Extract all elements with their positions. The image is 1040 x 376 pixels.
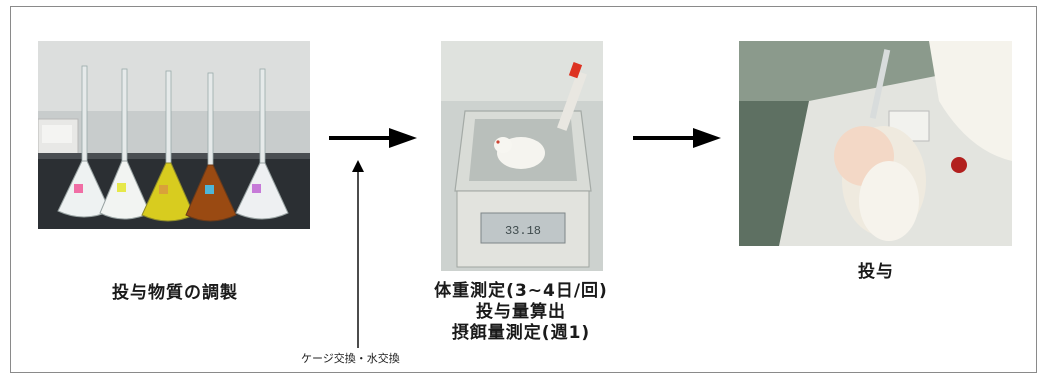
step-label-preparation: 投与物質の調製 xyxy=(112,283,238,303)
dosing-photo xyxy=(739,41,1012,246)
scale-readout: 33.18 xyxy=(505,224,541,238)
step-label-dosing: 投与 xyxy=(858,262,894,282)
step-label-weighing: 体重測定(3~4日/回) 投与量算出 摂餌量測定(週1) xyxy=(411,281,631,344)
flasks-photo xyxy=(38,41,310,229)
scale-photo: 33.18 xyxy=(441,41,603,271)
flask-label-5 xyxy=(252,184,261,193)
flask-label-2 xyxy=(117,183,126,192)
flask-label-1 xyxy=(74,184,83,193)
flask-label-3 xyxy=(159,185,168,194)
flow-arrow-1 xyxy=(329,128,417,148)
flask-group xyxy=(57,65,289,222)
step-label-weighing-line-2: 投与量算出 xyxy=(476,302,566,322)
flow-arrow-2 xyxy=(633,128,721,148)
cage-change-arrow xyxy=(352,160,364,348)
step-label-weighing-line-1: 体重測定(3~4日/回) xyxy=(434,281,608,301)
flask-label-4 xyxy=(205,185,214,194)
step-label-weighing-line-3: 摂餌量測定(週1) xyxy=(451,323,591,343)
cage-change-note: ケージ交換・水交換 xyxy=(301,352,400,365)
